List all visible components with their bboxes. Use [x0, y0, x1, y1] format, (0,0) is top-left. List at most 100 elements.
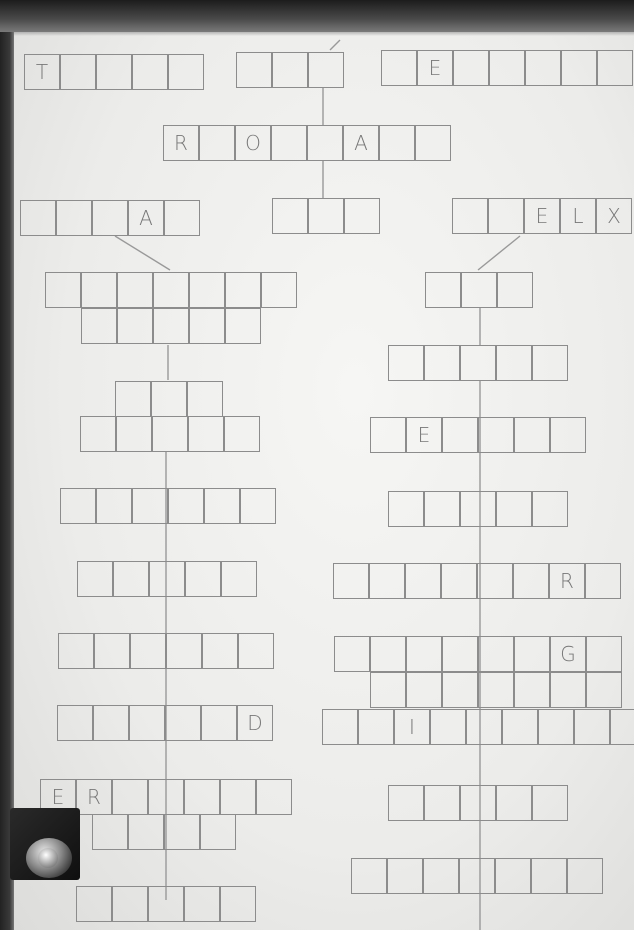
letter-cell [81, 272, 117, 308]
letter-cell [189, 272, 225, 308]
letter-cell [586, 672, 622, 708]
letter-cell [45, 272, 81, 308]
letter-cell [45, 308, 81, 344]
letter-cell [567, 858, 603, 894]
letter-grid: T [24, 54, 204, 90]
letter-cell [497, 272, 533, 308]
connector-line [478, 236, 520, 270]
letter-cell [153, 308, 189, 344]
letter-grid [80, 416, 260, 452]
letter-cell [585, 563, 621, 599]
letter-cell [149, 561, 185, 597]
letter-cell [168, 54, 204, 90]
letter-cell [151, 381, 187, 417]
letter-cell [358, 709, 394, 745]
letter-cell [308, 52, 344, 88]
letter-cell [220, 886, 256, 922]
letter-cell: R [76, 779, 112, 815]
letter-cell [514, 672, 550, 708]
letter-cell: I [394, 709, 430, 745]
connector-line [330, 40, 340, 50]
letter-grid [388, 491, 568, 527]
letter-cell [130, 633, 166, 669]
letter-cell [117, 308, 153, 344]
letter-cell [220, 779, 256, 815]
letter-grid: D [57, 705, 273, 741]
letter-cell [148, 886, 184, 922]
letter-cell [461, 272, 497, 308]
letter-cell [532, 785, 568, 821]
letter-cell [488, 198, 524, 234]
letter-grid: E L X [452, 198, 632, 234]
letter-cell [370, 636, 406, 672]
letter-cell [460, 785, 496, 821]
letter-cell [307, 125, 343, 161]
letter-cell [128, 814, 164, 850]
letter-cell [272, 52, 308, 88]
letter-cell [415, 125, 451, 161]
letter-cell [460, 345, 496, 381]
letter-cell [597, 50, 633, 86]
letter-cell [221, 561, 257, 597]
letter-cell [334, 672, 370, 708]
letter-cell [204, 488, 240, 524]
letter-cell [442, 417, 478, 453]
letter-cell [92, 814, 128, 850]
letter-grid [425, 272, 533, 308]
letter-cell [202, 633, 238, 669]
letter-grid: E [381, 50, 633, 86]
letter-cell [514, 636, 550, 672]
letter-cell [60, 488, 96, 524]
letter-cell [272, 198, 308, 234]
connector-line [115, 236, 170, 270]
letter-cell [261, 272, 297, 308]
letter-cell [58, 633, 94, 669]
letter-cell [477, 563, 513, 599]
letter-cell [96, 488, 132, 524]
letter-cell [164, 200, 200, 236]
letter-cell [495, 858, 531, 894]
letter-cell [238, 633, 274, 669]
letter-cell [188, 416, 224, 452]
letter-cell [112, 886, 148, 922]
letter-cell [424, 785, 460, 821]
letter-cell [369, 563, 405, 599]
letter-cell [96, 54, 132, 90]
letter-cell [57, 705, 93, 741]
letter-cell [460, 491, 496, 527]
letter-cell [459, 858, 495, 894]
letter-grid [45, 272, 297, 344]
letter-cell [236, 52, 272, 88]
letter-grid: G [334, 636, 622, 708]
letter-cell [56, 200, 92, 236]
letter-grid: A [20, 200, 200, 236]
letter-cell [441, 563, 477, 599]
letter-cell [387, 858, 423, 894]
letter-grid [115, 381, 223, 417]
letter-cell [165, 705, 201, 741]
letter-cell [308, 198, 344, 234]
letter-cell [224, 416, 260, 452]
letter-cell [240, 488, 276, 524]
letter-cell [370, 672, 406, 708]
letter-cell [185, 561, 221, 597]
letter-cell [532, 345, 568, 381]
letter-cell: R [163, 125, 199, 161]
letter-grid [272, 198, 380, 234]
letter-cell: R [549, 563, 585, 599]
letter-cell [60, 54, 96, 90]
letter-cell [442, 672, 478, 708]
letter-cell [532, 491, 568, 527]
letter-cell [322, 709, 358, 745]
letter-cell: T [24, 54, 60, 90]
letter-cell [187, 381, 223, 417]
letter-cell: A [343, 125, 379, 161]
letter-cell [406, 636, 442, 672]
letter-cell [574, 709, 610, 745]
letter-cell [256, 779, 292, 815]
letter-grid [388, 785, 568, 821]
letter-grid [60, 488, 276, 524]
letter-cell [525, 50, 561, 86]
letter-cell [586, 636, 622, 672]
